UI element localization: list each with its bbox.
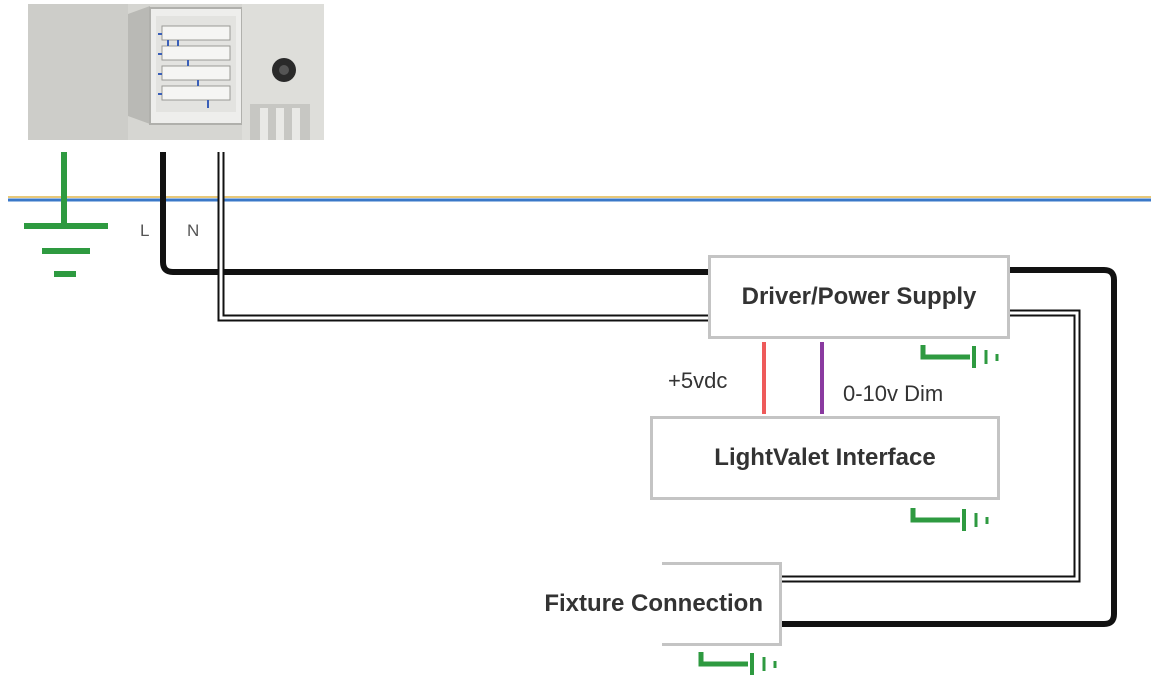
fixture-ground-symbol: [698, 652, 777, 675]
fixture-connection-label: Fixture Connection: [544, 590, 763, 617]
interface-ground-symbol: [910, 508, 989, 531]
dim-label: 0-10v Dim: [843, 381, 944, 406]
electrical-panel-illustration: [28, 4, 324, 140]
live-wire: [160, 152, 710, 275]
earth-ground-symbol: [24, 152, 108, 277]
live-label: L: [140, 221, 150, 240]
driver-ground-symbol: [920, 345, 999, 368]
mains-line: [8, 196, 1151, 202]
neutral-label: N: [187, 221, 200, 240]
lightvalet-interface-box: LightValet Interface: [650, 416, 1000, 500]
live-output-wire: [780, 267, 1117, 627]
fixture-connection-box: Fixture Connection: [544, 562, 782, 646]
neutral-wire: [217, 152, 710, 322]
neutral-output-wire: [780, 309, 1081, 583]
electrical-panel-photo: [28, 4, 324, 140]
driver-power-supply-box: Driver/Power Supply: [708, 255, 1010, 339]
plus5vdc-label: +5vdc: [668, 368, 728, 393]
